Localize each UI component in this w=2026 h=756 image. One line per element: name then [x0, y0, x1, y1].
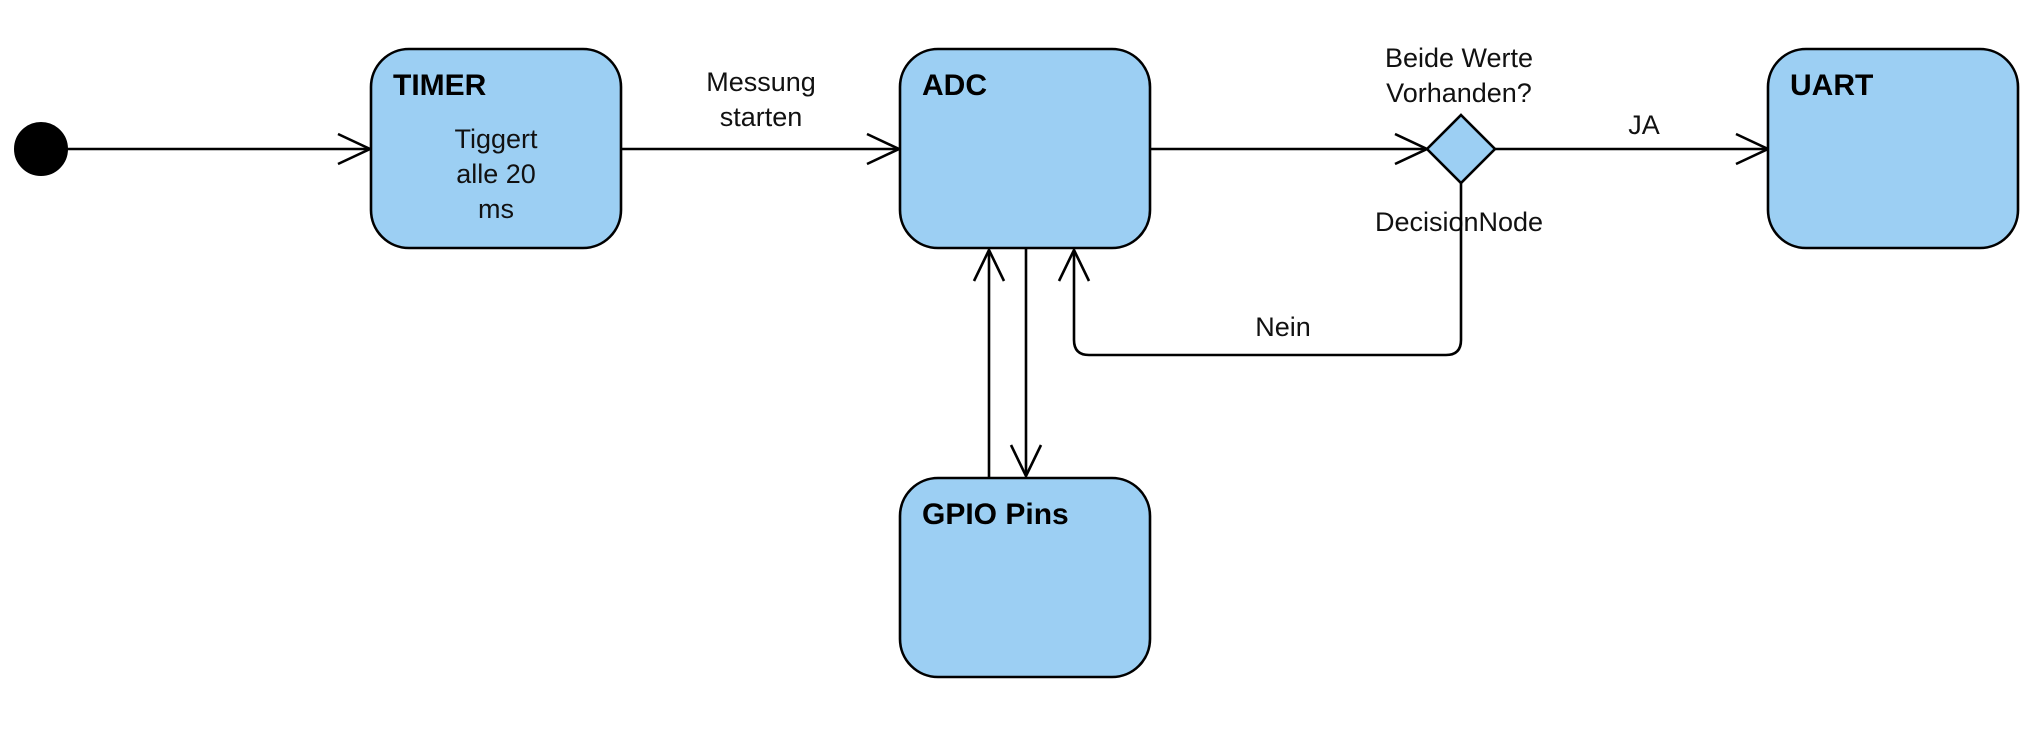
node-uart-title: UART [1790, 69, 1873, 102]
node-gpio-box[interactable] [898, 476, 1152, 679]
edge-adc-to-gpio[interactable] [1009, 248, 1043, 479]
edge-timer-to-adc[interactable] [621, 132, 903, 166]
node-gpio[interactable]: GPIO Pins [898, 476, 1152, 679]
node-gpio-title: GPIO Pins [922, 498, 1069, 531]
edge-timer-to-adc-label-line-2: starten [720, 102, 803, 132]
edge-timer-to-adc-label-line-1: Messung [706, 67, 816, 97]
node-timer-body-line-2: alle 20 [456, 159, 536, 189]
edge-decision-to-uart-label: JA [1628, 110, 1660, 140]
node-adc-title: ADC [922, 69, 987, 102]
node-uart-box[interactable] [1766, 47, 2020, 250]
node-uart[interactable]: UART [1766, 47, 2020, 250]
decision-question-line-1: Beide Werte [1385, 43, 1533, 73]
decision-question-line-2: Vorhanden? [1386, 78, 1532, 108]
node-adc[interactable]: ADC [898, 47, 1152, 250]
node-timer-title: TIMER [393, 69, 487, 102]
edge-adc-to-decision[interactable] [1150, 132, 1431, 166]
edge-gpio-to-adc[interactable] [972, 247, 1006, 478]
node-timer-body-line-1: Tiggert [454, 124, 538, 154]
edge-initial-to-timer[interactable] [67, 132, 374, 166]
decision-diamond-icon[interactable] [1425, 113, 1497, 185]
decision-node-label: DecisionNode [1375, 207, 1543, 237]
edge-decision-to-adc[interactable] [1057, 183, 1463, 357]
node-timer[interactable]: TIMER Tiggert alle 20 ms [369, 47, 623, 250]
edge-decision-to-adc-label: Nein [1255, 312, 1311, 342]
node-decision[interactable]: Beide Werte Vorhanden? DecisionNode [1375, 43, 1543, 237]
node-timer-body-line-3: ms [478, 194, 514, 224]
initial-node[interactable] [14, 122, 68, 176]
